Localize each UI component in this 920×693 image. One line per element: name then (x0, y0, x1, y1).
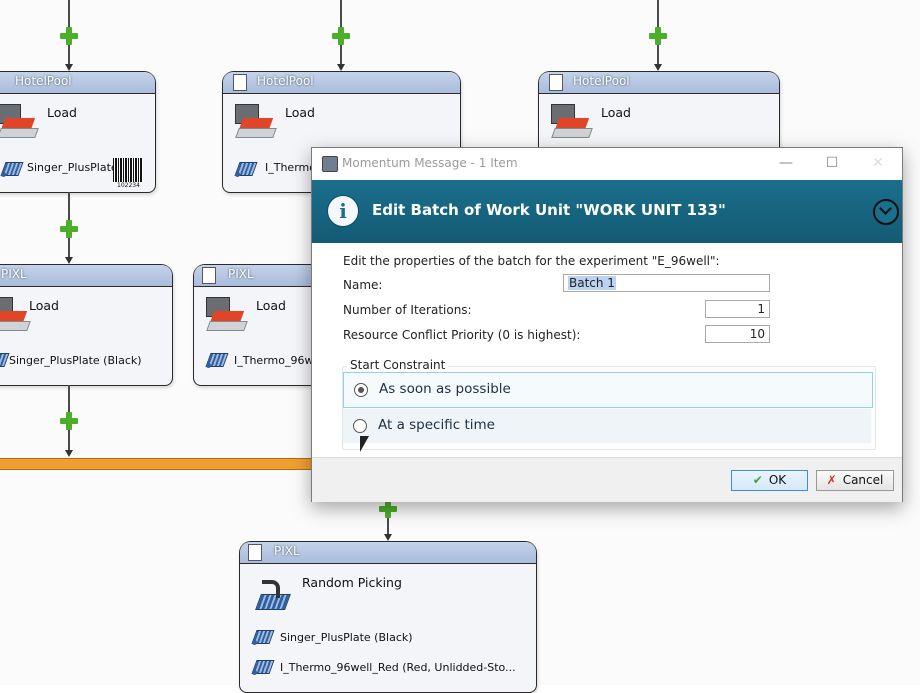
dialog-description: Edit the properties of the batch for the… (343, 254, 720, 268)
node-header: PIXL (240, 542, 536, 564)
node-header: HotelPool (539, 72, 779, 94)
iterations-field[interactable]: 1 (705, 300, 770, 318)
plate-loader-icon (231, 104, 277, 140)
plate-icon (234, 160, 258, 178)
plate-icon (205, 351, 229, 369)
radio-unselected-icon[interactable] (353, 419, 367, 433)
add-step-icon[interactable] (332, 27, 350, 45)
start-constraint-label: Start Constraint (347, 358, 449, 372)
node-type-label: HotelPool (573, 74, 630, 88)
name-label: Name: (343, 278, 383, 292)
node-action-label: Load (601, 105, 631, 120)
node-item-label: Singer_PlusPlate (Black) (280, 631, 413, 644)
add-step-icon[interactable] (60, 412, 78, 430)
minimize-icon[interactable]: — (779, 155, 793, 171)
priority-field[interactable]: 10 (705, 325, 770, 343)
plate-loader-icon (0, 297, 31, 333)
close-icon[interactable]: ✕ (872, 155, 884, 171)
checkmark-icon: ✔ (752, 473, 763, 487)
window-title: Momentum Message - 1 Item (342, 156, 518, 170)
barcode-icon (113, 158, 143, 182)
maximize-icon[interactable]: ☐ (825, 155, 839, 171)
dialog-heading: Edit Batch of Work Unit "WORK UNIT 133" (372, 201, 726, 219)
arrow-down-icon (65, 64, 73, 71)
radio-label-asap: As soon as possible (379, 381, 511, 397)
node-type-label: HotelPool (15, 74, 72, 88)
plate-icon (0, 160, 24, 178)
node-item-label: I_Thermo_96well_Red (Red, Unlidded-Sto..… (280, 661, 516, 674)
node-item-label: Singer_PlusPlate (Black) (9, 354, 142, 367)
iterations-label: Number of Iterations: (343, 303, 472, 317)
edit-batch-dialog[interactable]: Momentum Message - 1 Item — ☐ ✕ i Edit B… (311, 147, 903, 502)
add-step-icon[interactable] (379, 500, 397, 518)
node-type-label: PIXL (1, 267, 27, 281)
step-node-hotelpool-load[interactable]: HotelPool Load Singer_PlusPlate 102234 (0, 71, 156, 193)
node-header: PIXL (0, 265, 172, 287)
node-item-label: I_Thermo_96wel (234, 354, 324, 367)
dialog-header-banner: i Edit Batch of Work Unit "WORK UNIT 133… (312, 180, 902, 244)
radio-selected-icon[interactable] (354, 383, 368, 397)
node-item-label: I_Thermo (265, 161, 316, 174)
node-type-label: PIXL (274, 544, 300, 558)
barcode-number: 102234 (117, 182, 140, 189)
plate-icon (251, 658, 275, 676)
name-field-value: Batch 1 (568, 276, 616, 290)
ok-button-label: OK (768, 473, 787, 487)
node-type-label: PIXL (228, 267, 254, 281)
plate-loader-icon (202, 297, 248, 333)
arrow-down-icon (65, 257, 73, 264)
pixl-icon (202, 267, 216, 284)
dialog-body: Edit the properties of the batch for the… (312, 243, 902, 457)
step-node-pixl-random-picking[interactable]: PIXL Random Picking Singer_PlusPlate (Bl… (239, 541, 537, 693)
node-header: HotelPool (223, 72, 460, 94)
plate-icon (0, 351, 10, 369)
node-header: PIXL (194, 265, 344, 287)
plate-icon (251, 628, 275, 646)
collapse-chevron-icon[interactable] (873, 199, 899, 225)
name-field[interactable]: Batch 1 (563, 274, 770, 292)
node-action-label: Load (47, 105, 77, 120)
add-step-icon[interactable] (60, 27, 78, 45)
priority-label: Resource Conflict Priority (0 is highest… (343, 328, 581, 342)
random-picking-icon (255, 580, 291, 612)
radio-label-specific-time: At a specific time (378, 417, 495, 433)
radio-option-specific-time[interactable]: At a specific time (343, 409, 871, 443)
arrow-down-icon (65, 450, 73, 457)
node-action-label: Load (29, 298, 59, 313)
node-action-label: Random Picking (302, 575, 402, 590)
arrow-down-icon (654, 64, 662, 71)
pixl-icon (248, 544, 262, 561)
hotel-icon (549, 74, 563, 91)
app-icon (322, 156, 338, 172)
node-action-label: Load (285, 105, 315, 120)
dialog-footer: ✔ OK ✗ Cancel (312, 457, 902, 502)
arrow-down-icon (384, 534, 392, 541)
plate-loader-icon (0, 104, 39, 140)
node-item-label: Singer_PlusPlate (27, 161, 118, 174)
info-icon: i (327, 195, 359, 227)
cancel-x-icon: ✗ (826, 473, 837, 487)
sync-bar[interactable] (0, 458, 320, 470)
mouse-cursor-icon (360, 436, 369, 452)
node-action-label: Load (256, 298, 286, 313)
radio-option-asap[interactable]: As soon as possible (343, 372, 873, 408)
add-step-icon[interactable] (60, 220, 78, 238)
window-titlebar[interactable]: Momentum Message - 1 Item — ☐ ✕ (312, 148, 902, 180)
node-header: HotelPool (0, 72, 155, 94)
step-node-pixl-load[interactable]: PIXL Load Singer_PlusPlate (Black) (0, 264, 173, 386)
plate-loader-icon (547, 104, 593, 140)
arrow-down-icon (337, 64, 345, 71)
cancel-button[interactable]: ✗ Cancel (816, 470, 894, 491)
add-step-icon[interactable] (649, 27, 667, 45)
hotel-icon (233, 74, 247, 91)
ok-button[interactable]: ✔ OK (731, 470, 808, 491)
cancel-button-label: Cancel (842, 473, 884, 487)
node-type-label: HotelPool (257, 74, 314, 88)
